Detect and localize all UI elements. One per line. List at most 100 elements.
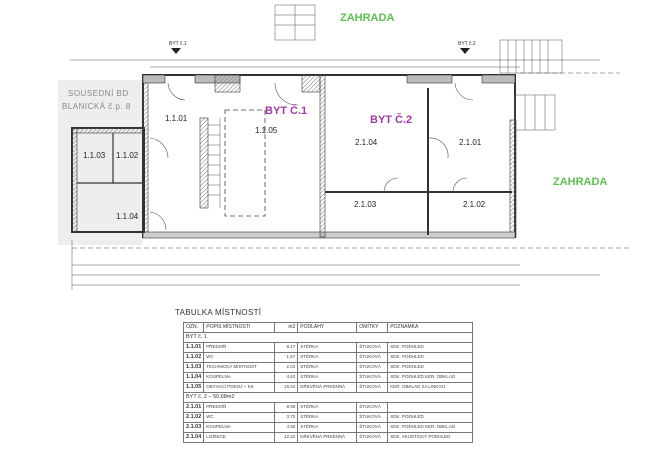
header-cell: OMÍTKY	[356, 322, 389, 333]
room-description: LOŽNICE	[203, 432, 276, 443]
building-outline	[142, 74, 516, 238]
header-cell: m2	[274, 322, 299, 333]
room-area: 19.34	[274, 382, 299, 393]
room-description: WC	[203, 412, 276, 423]
room-description: OBYVACÍ POKOJ + KK	[203, 382, 276, 393]
header-cell: POPIS MÍSTNOSTI	[203, 322, 276, 333]
plaster-type: ŠTUKOVÁ	[356, 382, 389, 393]
floor-type: STĚRKA	[297, 402, 358, 413]
room-code: 2.1.04	[182, 432, 205, 443]
room-area: 12.22	[274, 432, 299, 443]
room-area: 2.01	[274, 362, 299, 373]
floor-type: STĚRKA	[297, 372, 358, 383]
floor-type: STĚRKA	[297, 422, 358, 433]
apartment-2-label: BYT Č.2	[370, 114, 413, 126]
byt2-marker-icon	[460, 48, 470, 54]
group-label: BYT č. 1	[183, 332, 473, 343]
note: SDK. PODHLED	[387, 352, 473, 363]
byt1-marker-label: BYT č.1	[169, 41, 187, 47]
room-area: 9.17	[274, 342, 299, 353]
room-code: 2.1.01	[182, 402, 205, 413]
room-area: 4.93	[274, 422, 299, 433]
table-header-row: OZN. POPIS MÍSTNOSTI m2 PODLAHY OMÍTKY P…	[182, 322, 473, 333]
exterior-stairs	[274, 4, 563, 131]
plaster-type: ŠTUKOVÁ	[356, 372, 389, 383]
note: SDK. PODHLED KER. OBKLAD	[387, 372, 473, 383]
room-code: 2.1.03	[182, 422, 205, 433]
byt2-marker-label: BYT č.2	[458, 41, 476, 47]
room-area: 3.70	[274, 412, 299, 423]
plaster-type: ŠTUKOVÁ	[356, 352, 389, 363]
room-label: 2.1.02	[463, 200, 486, 209]
plaster-type: ŠTUKOVÁ	[356, 342, 389, 353]
note: KER. OBKLAD ZA LINKOU	[387, 382, 473, 393]
note: SDK. PODHLED	[387, 342, 473, 353]
plaster-type: ŠTUKOVÁ	[356, 362, 389, 373]
note: SDK. PODHLED	[387, 362, 473, 373]
plaster-type: ŠTUKOVÁ	[356, 412, 389, 423]
room-label: 1.1.03	[83, 151, 106, 160]
table-group-row: BYT č. 1	[183, 332, 473, 343]
floor-type: STĚRKA	[297, 342, 358, 353]
plaster-type: ŠTUKOVÁ	[356, 432, 389, 443]
neighbour-label-1: SOUSEDNÍ BD	[68, 89, 129, 98]
neighbour-label-2: BLANICKÁ č.p. 8	[62, 102, 131, 111]
floor-type: STĚRKA	[297, 412, 358, 423]
room-code: 1.1.05	[182, 382, 205, 393]
room-description: KOUPELNA	[203, 422, 276, 433]
note: SDK. PODHLED	[387, 412, 473, 423]
room-description: PŘEDSÍŇ	[203, 342, 276, 353]
room-schedule-table: OZN. POPIS MÍSTNOSTI m2 PODLAHY OMÍTKY P…	[182, 322, 473, 443]
group-label: BYT č. 2 – 50,68m2	[183, 392, 473, 403]
table-group-row: BYT č. 2 – 50,68m2	[183, 392, 473, 403]
floor-type: DŘEVĚNÁ PRKENNÁ	[297, 432, 358, 443]
plaster-type: ŠTUKOVÁ	[356, 422, 389, 433]
room-label: 1.1.01	[165, 114, 188, 123]
room-description: PŘEDSÍŇ	[203, 402, 276, 413]
apartment-1-label: BYT Č.1	[265, 105, 308, 117]
room-code: 1.1.01	[182, 342, 205, 353]
room-area: 8.99	[274, 402, 299, 413]
room-area: 4.62	[274, 372, 299, 383]
header-cell: OZN.	[182, 322, 205, 333]
note: SDK. PODHLED KER. OBKLAD	[387, 422, 473, 433]
room-code: 1.1.02	[182, 352, 205, 363]
internal-stairs	[208, 118, 221, 208]
room-label: 2.1.03	[354, 200, 377, 209]
table-title: TABULKA MÍSTNOSTÍ	[175, 308, 262, 317]
room-label: 1.1.04	[116, 212, 139, 221]
room-label: 1.1.05	[255, 126, 278, 135]
room-description: WC	[203, 352, 276, 363]
garden-label-top: ZAHRADA	[340, 12, 395, 24]
room-label: 2.1.01	[459, 138, 482, 147]
room-code: 1.1.03	[182, 362, 205, 373]
note	[387, 402, 473, 413]
note: SDK. AKUSTICKÝ PODHLED	[387, 432, 473, 443]
floor-type: STĚRKA	[297, 362, 358, 373]
floor-type: STĚRKA	[297, 352, 358, 363]
header-cell: POZNÁMKA	[387, 322, 473, 333]
room-description: KOUPELNA	[203, 372, 276, 383]
room-area: 1.57	[274, 352, 299, 363]
room-label: 2.1.04	[355, 138, 378, 147]
room-code: 1.1.04	[182, 372, 205, 383]
room-code: 2.1.02	[182, 412, 205, 423]
doors	[149, 82, 474, 231]
garden-label-right: ZAHRADA	[553, 176, 608, 188]
room-description: TECHNICKÁ MÍSTNOST	[203, 362, 276, 373]
plaster-type: ŠTUKOVÁ	[356, 402, 389, 413]
floor-plan-drawing	[58, 4, 630, 290]
byt1-marker-icon	[171, 48, 181, 54]
dimension-lines	[70, 59, 630, 290]
header-cell: PODLAHY	[297, 322, 358, 333]
room-label: 1.1.02	[116, 151, 139, 160]
